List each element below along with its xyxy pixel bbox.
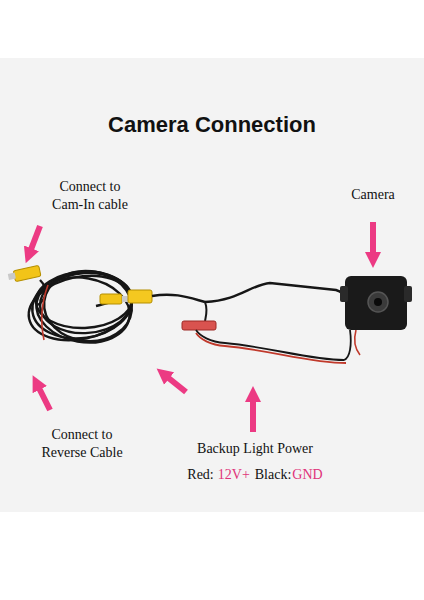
rca-pair — [96, 290, 152, 306]
wire-color-label: Black: — [255, 466, 292, 484]
panel-ground — [0, 58, 424, 512]
voltage-label: 12V+ — [218, 466, 250, 484]
wire-color-label: Red: — [187, 466, 213, 484]
callout-label: Connect to Reverse Cable — [32, 426, 132, 462]
cable-coil — [23, 265, 138, 349]
camera-body — [340, 276, 412, 330]
ground-label: GND — [292, 466, 322, 484]
callout-label: Connect to Cam-In cable — [45, 178, 135, 214]
rca-plug-left — [8, 265, 41, 281]
camera-cables — [152, 283, 360, 363]
diagram-title: Camera Connection — [0, 112, 424, 138]
callout-label: Backup Light Power — [170, 440, 340, 458]
callout-label: Camera — [333, 186, 413, 204]
pointer-arrows — [30, 222, 373, 432]
reverse-wire — [42, 285, 48, 340]
